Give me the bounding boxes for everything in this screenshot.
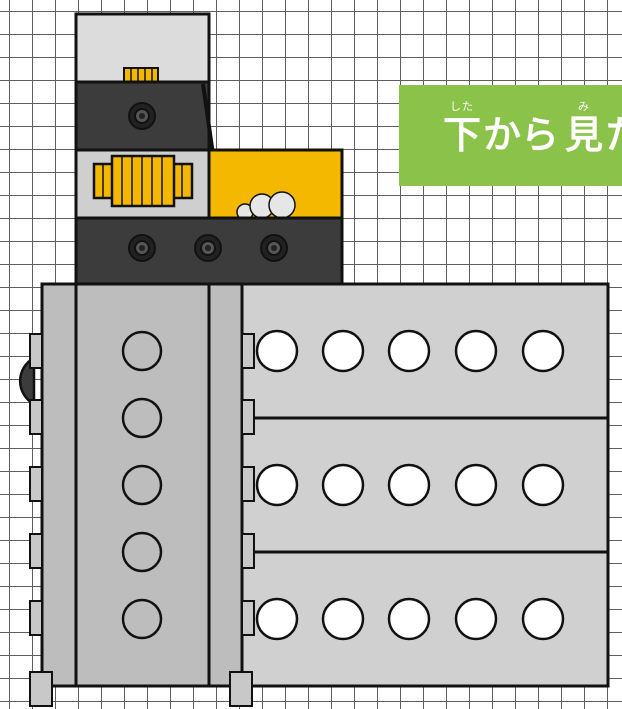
column-holes (121, 330, 163, 640)
ruby-mi: み (578, 100, 590, 113)
view-from-below-banner: した 下 から み 見 た (399, 85, 622, 186)
ruby-shita: した (450, 100, 474, 113)
top-tower (74, 12, 344, 286)
kana-ta: た (605, 113, 622, 157)
kana-kara: から (483, 113, 560, 157)
word-shita: した 下 (443, 85, 482, 158)
balls (236, 191, 296, 221)
feet (29, 671, 253, 707)
middle-tabs (241, 333, 255, 636)
large-gear (92, 154, 194, 208)
word-mi: み 見 (565, 85, 604, 158)
left-tabs (29, 333, 43, 636)
kanji-mi: 見 (565, 113, 604, 157)
kanji-shita: 下 (443, 113, 482, 157)
bolt (128, 102, 156, 130)
bolts-row (128, 234, 288, 262)
panel-holes (255, 329, 565, 641)
base-body (18, 282, 610, 707)
